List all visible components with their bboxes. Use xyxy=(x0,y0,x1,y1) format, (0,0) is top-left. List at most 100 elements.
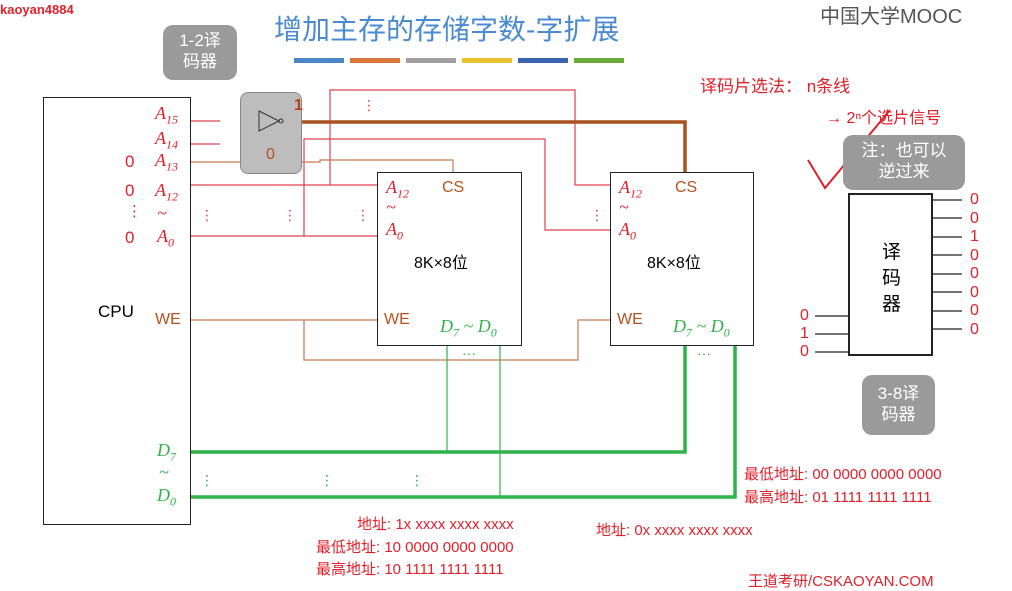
svg xyxy=(258,110,284,132)
cpu-pins-d0s: 0 xyxy=(170,494,176,509)
addresses-chip1-high: 最高地址: 10 1111 1111 1111 xyxy=(316,561,504,578)
text: ⋮ xyxy=(410,472,424,488)
cpu-label: CPU xyxy=(98,302,134,321)
chips-0-we: WE xyxy=(384,311,410,328)
cpu-pins-a12s: 12 xyxy=(166,189,178,204)
cpu-pins-a12: A xyxy=(155,180,166,200)
chips-1-d7s: 7 xyxy=(686,325,692,340)
cpu-left-values-3: 0 xyxy=(125,228,135,247)
polyline xyxy=(190,345,737,499)
cpu-pins-a14s: 14 xyxy=(166,137,178,152)
chips-1-d0s: 0 xyxy=(723,325,730,340)
chips-0-d7s: 7 xyxy=(453,325,459,340)
cpu-pins-d7s: 7 xyxy=(170,449,176,464)
rect xyxy=(574,58,624,63)
decoder38-box: 译码器 xyxy=(848,193,933,356)
cpu-pins-we: WE xyxy=(155,311,181,328)
watermark: kaoyan4884 xyxy=(0,2,74,17)
decoder38-outputs-1: 0 xyxy=(970,209,979,227)
mooc-logo: 中国大学MOOC xyxy=(820,6,963,28)
chips-0-a12: A xyxy=(386,177,397,197)
addresses-chip1-low: 最低地址: 10 0000 0000 0000 xyxy=(316,539,514,556)
chips-1-tilde: ~ xyxy=(619,197,629,217)
decoder38-outputs-4: 0 xyxy=(970,265,979,282)
chips-1-data: D xyxy=(710,316,724,336)
chips-0-a12s: 12 xyxy=(397,186,409,201)
decoder38-outputs-5: 0 xyxy=(970,283,979,301)
div: A12 xyxy=(155,180,178,205)
footer: 王道考研/CSKAOYAN.COM xyxy=(748,573,934,590)
chips-0-cs: CS xyxy=(442,179,465,196)
chips-1-a12: A xyxy=(619,177,630,197)
div: D0 xyxy=(157,485,176,510)
chips-1-a0s: 0 xyxy=(630,228,636,243)
rect xyxy=(462,58,512,63)
note-signals: → 2ⁿ个选片信号 xyxy=(826,110,942,127)
decoder38-outputs-0: 0 xyxy=(970,191,979,208)
g: ⋮⋮⋮······ xyxy=(200,345,711,488)
chips-1-a12s: 12 xyxy=(630,186,642,201)
div: D7 ~ D0 xyxy=(673,316,730,341)
cpu-left-values-0: 0 xyxy=(125,152,135,171)
rect xyxy=(518,58,568,63)
polyline xyxy=(303,138,610,236)
text: ⋮ xyxy=(362,97,376,113)
chips-1-a0: A xyxy=(619,219,630,239)
div: D7 ~ D0 xyxy=(440,316,497,341)
rect xyxy=(406,58,456,63)
decoder38-outputs-2: 1 xyxy=(970,228,979,245)
decoder38-inputs-2: 0 xyxy=(800,343,809,360)
div: A13 xyxy=(155,150,178,175)
cpu-pins-a15: A xyxy=(155,103,166,123)
polyline xyxy=(300,159,454,172)
addresses-chip2-addr: 地址: 0x xxxx xxxx xxxx xyxy=(596,522,753,539)
chips-0-tilde: ~ xyxy=(386,197,396,217)
decoder38-outputs-3: 0 xyxy=(970,246,979,264)
div: A14 xyxy=(155,128,178,153)
polyline xyxy=(190,345,687,454)
text: ⋮ xyxy=(590,207,604,223)
chips-1-we: WE xyxy=(617,311,643,328)
rect xyxy=(350,58,400,63)
decoder12-callout: 1-2译码器 xyxy=(163,25,237,80)
cpu-pins-tilde: ~ xyxy=(159,462,169,482)
div: A0 xyxy=(386,219,403,244)
cpu-pins-a13s: 13 xyxy=(166,159,178,174)
cpu-pins-d0: D xyxy=(157,485,170,505)
decoder38-label: 译码器 xyxy=(882,242,902,315)
polyline xyxy=(303,319,610,361)
decoder38-callout: 3-8译码器 xyxy=(862,375,935,435)
decoder12-out0: 0 xyxy=(266,146,275,163)
addresses-chip1-addr: 地址: 1x xxxx xxxx xxxx xyxy=(357,516,514,533)
decoder38-outputs-7: 0 xyxy=(970,320,979,338)
page-title: 增加主存的存储字数-字扩展 xyxy=(274,14,620,45)
chips-1-label: 8K×8位 xyxy=(647,255,701,272)
text: ··· xyxy=(697,345,711,361)
memory-chip-1: A12 ~ A0 CS 8K×8位 WE D7 ~ D0 xyxy=(377,172,522,346)
cpu-left-values-2: ⋮ xyxy=(127,203,142,220)
decoder38-outputs-6: 0 xyxy=(970,302,979,319)
decoder38-inputs-1: 1 xyxy=(800,325,809,342)
text: ⋮ xyxy=(200,472,214,488)
chips-0-data: D xyxy=(440,316,453,336)
g xyxy=(446,345,501,497)
chips-0-a0s: 0 xyxy=(397,228,403,243)
note-method: 译码片选法： n条线 xyxy=(700,77,851,96)
g xyxy=(815,199,962,353)
chips-1-range: ~ xyxy=(692,316,711,336)
text: ⋮ xyxy=(283,207,297,223)
text: ⋮ xyxy=(356,207,370,223)
div: A15 xyxy=(155,103,178,128)
polyline xyxy=(300,120,687,172)
text: ··· xyxy=(462,345,476,361)
g: ⋮⋮⋮⋮⋮ xyxy=(200,97,604,223)
cpu-box xyxy=(43,97,191,525)
cpu-pins-d7: D xyxy=(157,440,170,460)
reverse-callout: 注：也可以逆过来 xyxy=(843,135,965,190)
title-color-bar xyxy=(294,58,624,63)
decoder12-out1: 1 xyxy=(294,97,303,114)
chips-1-data: D xyxy=(673,316,686,336)
